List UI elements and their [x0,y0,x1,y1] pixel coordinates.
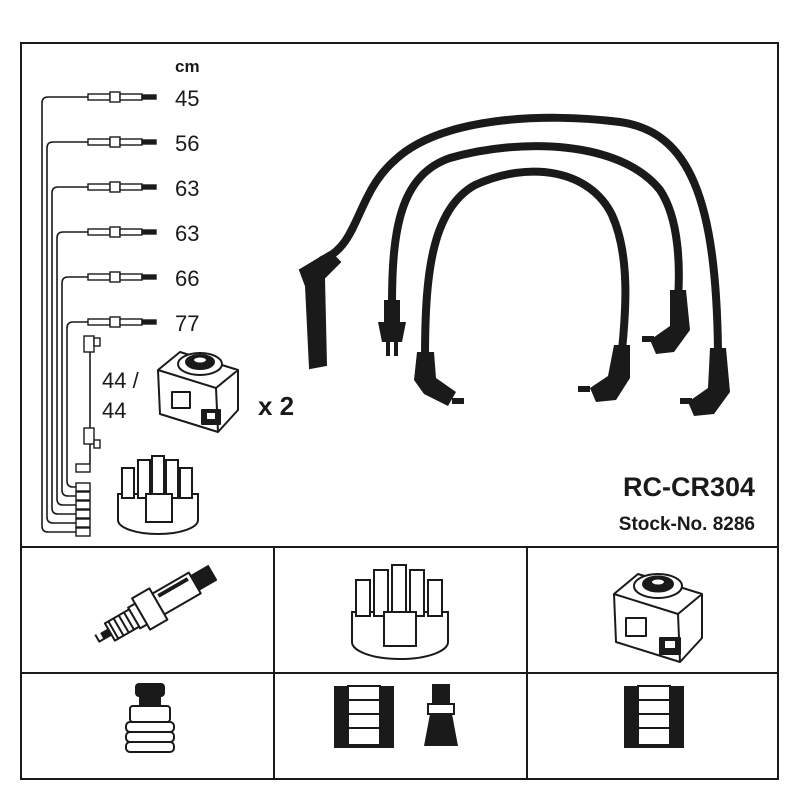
cable-1 [318,113,722,354]
coil-lead-top-tip [93,337,101,347]
distributor-cap-icon [117,455,199,535]
angled-boot-cable-2 [642,290,690,354]
ignition-coil-icon [157,351,239,433]
cable-lead-4 [56,231,88,506]
angled-boot-cable-3-left [414,352,464,406]
cable-lead-2 [46,141,88,524]
lead-connectors [75,91,157,537]
model-number: RC-CR304 [623,472,755,502]
straight-plug-boot-icon [378,300,406,356]
unit-label: cm [175,57,200,76]
length-label-6: 77 [175,311,199,336]
coil-lead-bottom-connector [83,427,95,445]
coil-lead-top-connector [83,335,95,353]
cable-lead-6 [66,321,88,488]
lead-connector-5 [87,271,157,283]
lead-connector-4 [87,226,157,238]
cable-lead-5 [61,276,88,497]
coil-multiplier-label: x 2 [258,391,294,421]
cable-3 [421,167,630,364]
cable-2 [388,142,683,309]
length-label-5: 66 [175,266,199,291]
outer-frame [20,42,779,780]
cap-terminal-4 [75,509,91,519]
coil-lead-length-bottom: 44 [102,398,126,423]
cap-terminal-5 [75,518,91,528]
lead-connector-1 [87,91,157,103]
coil-connector-socket-icon [624,685,684,748]
cap-terminal-3 [75,500,91,510]
length-label-1: 45 [175,86,199,111]
lead-connector-6 [87,316,157,328]
angled-boot-cable-3-right [578,345,630,402]
cap-terminal-coil [75,463,91,473]
coil-lead-length-top: 44 / [102,368,140,393]
ignition-coil-large-icon [613,573,703,663]
angled-boot-cable-1 [680,348,730,416]
ignition-cable-set-drawing [318,113,722,364]
lead-connector-2 [87,136,157,148]
length-label-4: 63 [175,221,199,246]
cable-lead-schematics [41,96,91,533]
length-labels: 45 56 63 63 66 77 [175,86,199,336]
cable-lead-1 [41,96,88,533]
distributor-cap-large-icon [351,564,449,660]
connector-socket-icon [334,685,394,748]
length-label-2: 56 [175,131,199,156]
cap-terminal-1 [75,482,91,492]
connector-boot-icon [424,684,458,746]
cable-lead-3 [51,186,88,515]
coil-lead-bottom-tip [93,439,101,449]
stock-number: Stock-No. 8286 [619,514,755,535]
spark-plug-icon [94,565,218,643]
coil-boot-icon [298,250,342,370]
cap-terminal-2 [75,491,91,501]
cap-terminal-6 [75,527,91,537]
plug-boot-icon [125,683,175,753]
length-label-3: 63 [175,176,199,201]
lead-connector-3 [87,181,157,193]
